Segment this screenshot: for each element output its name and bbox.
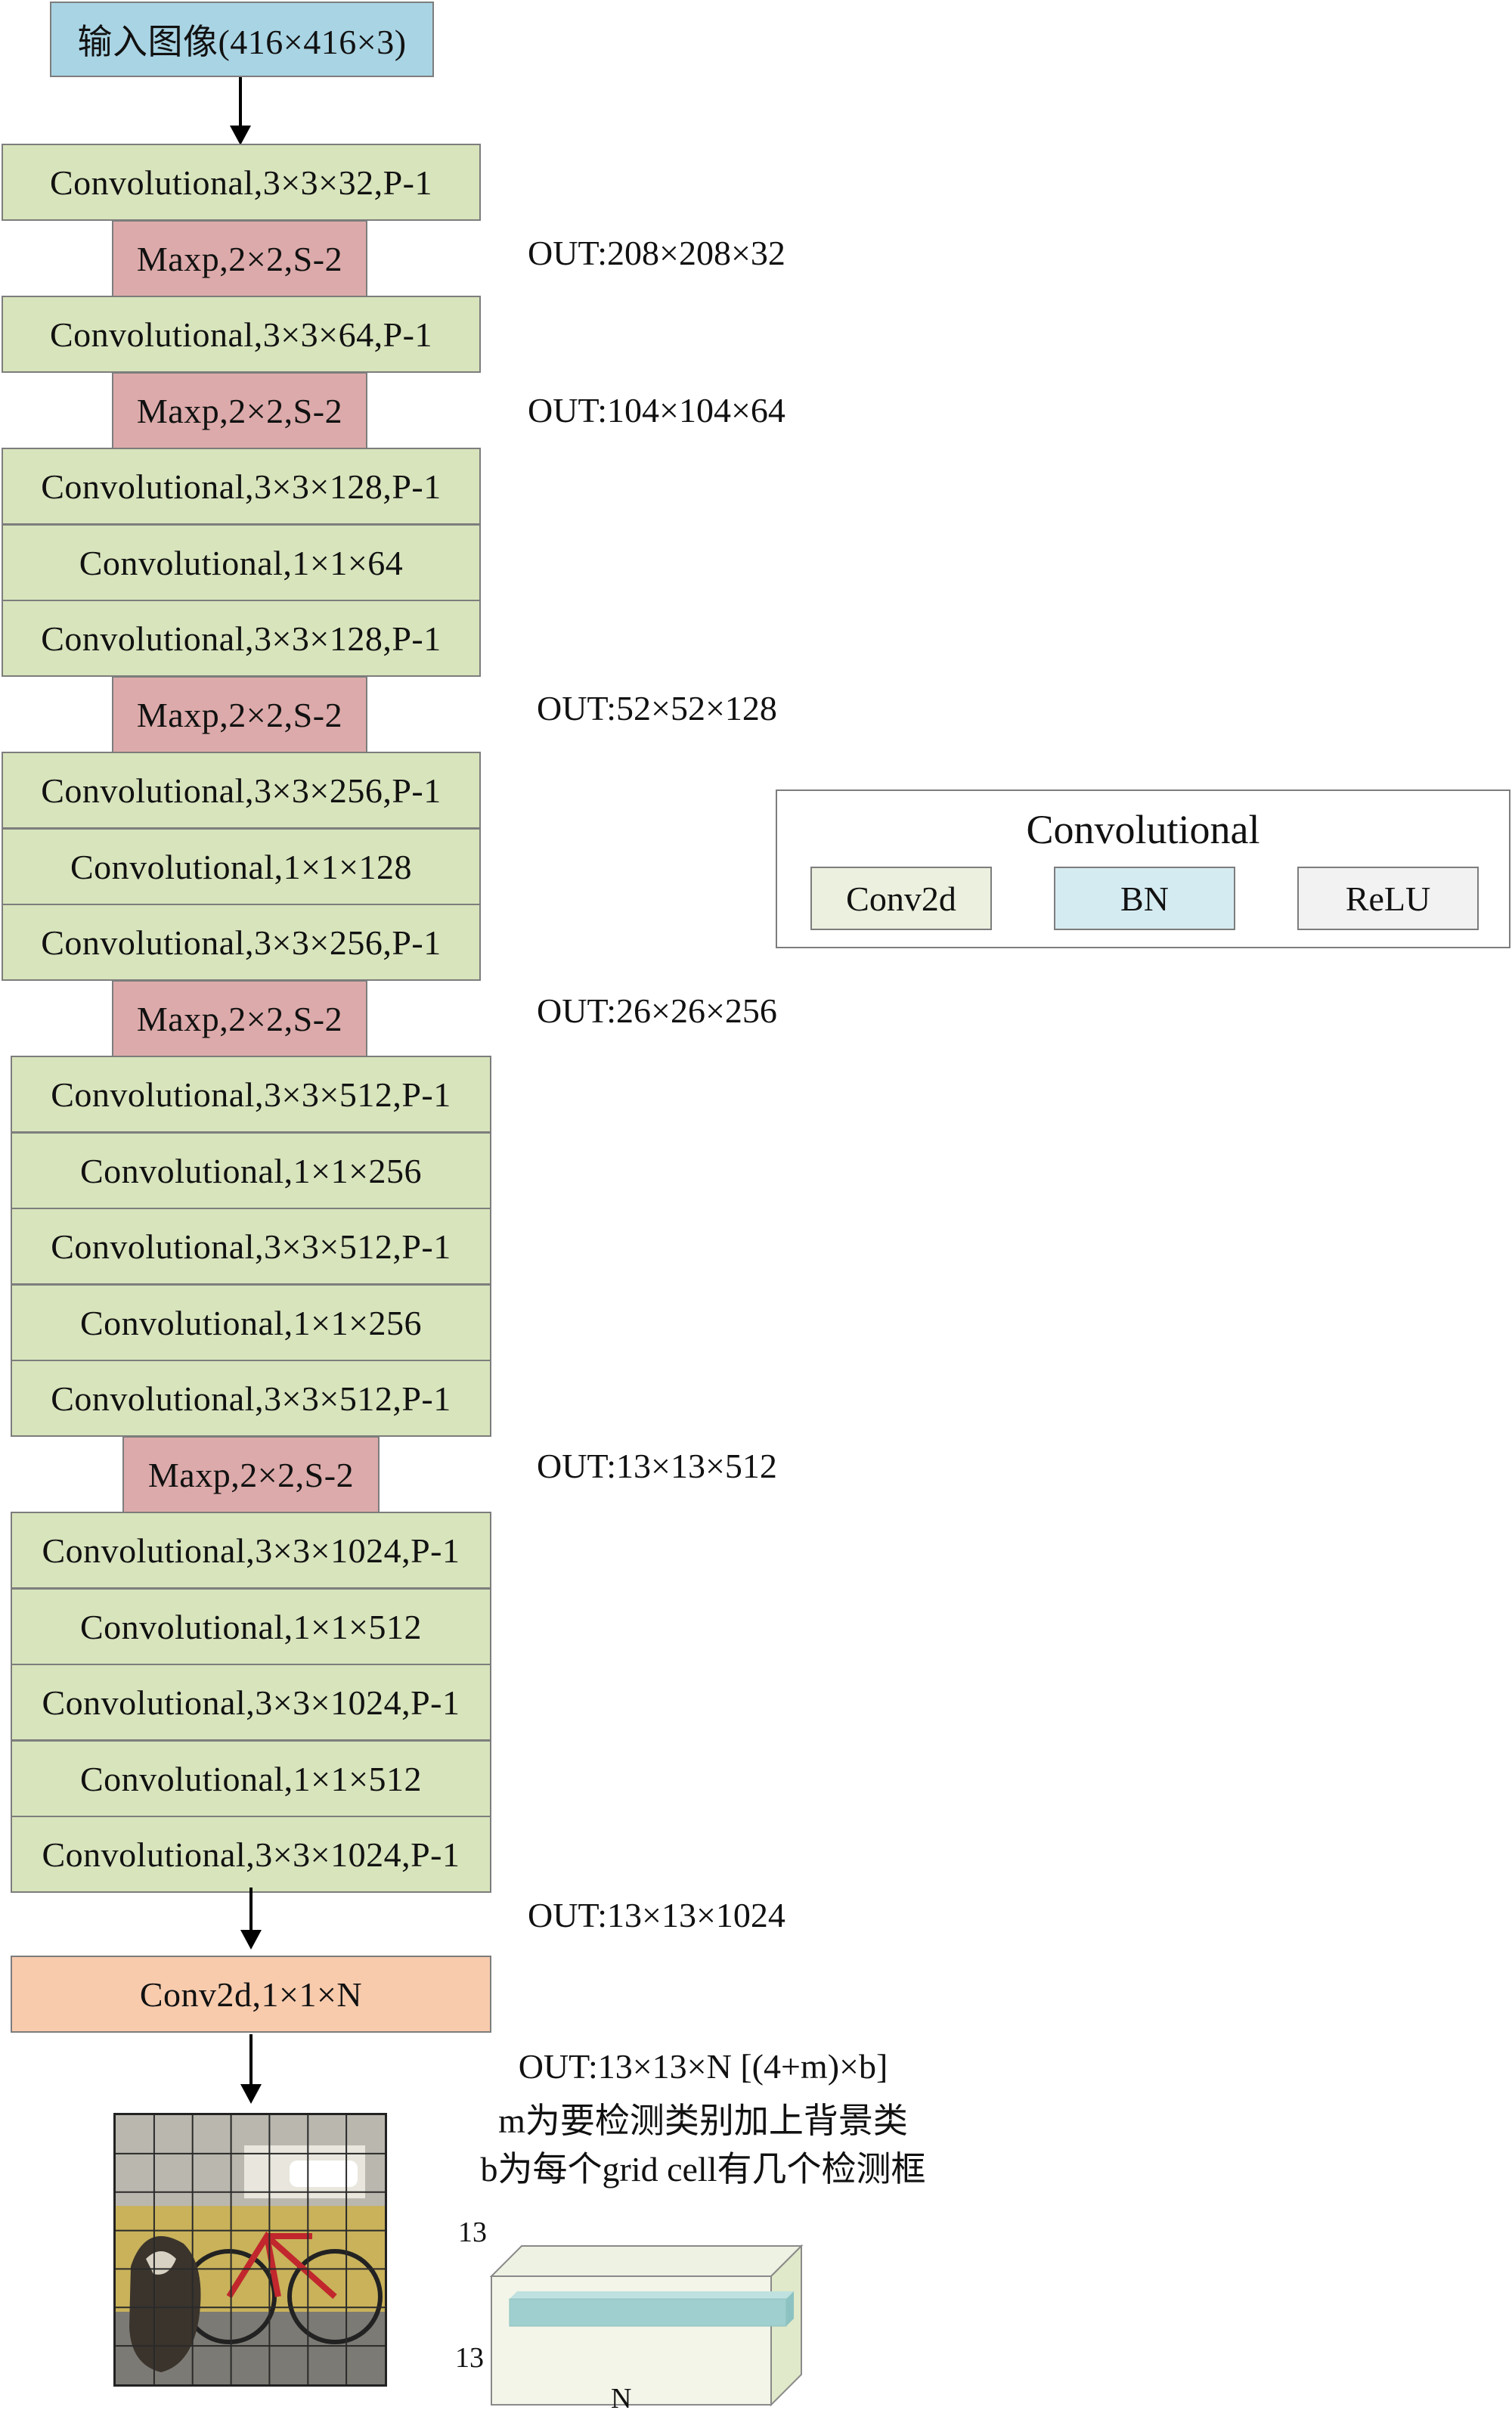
conv-layer: Convolutional,3×3×1024,P-1	[11, 1512, 491, 1589]
out-label-6: OUT:13×13×1024	[528, 1896, 785, 1934]
out-label-4: OUT:26×26×256	[537, 991, 777, 1030]
input-image-label: 输入图像(416×416×3)	[77, 23, 407, 61]
out-label-5: OUT:13×13×512	[537, 1447, 777, 1485]
arrow-to-output-head	[240, 2084, 262, 2104]
arrow-input-head	[230, 126, 251, 145]
arrow-to-output	[249, 2034, 253, 2087]
final-output-note-m: m为要检测类别加上背景类	[498, 2102, 908, 2140]
conv-layer: Convolutional,3×3×512,P-1	[11, 1208, 491, 1285]
conv-layer: Convolutional,1×1×256	[11, 1284, 491, 1361]
legend-bn: BN	[1054, 867, 1235, 930]
tensor-width-label: 13	[455, 2342, 484, 2374]
conv-layer-label: Convolutional,3×3×64,P-1	[49, 315, 432, 354]
conv-layer-label: Convolutional,3×3×1024,P-1	[42, 1835, 460, 1874]
conv-layer-label: Convolutional,3×3×512,P-1	[51, 1075, 451, 1114]
conv-layer: Convolutional,3×3×32,P-1	[2, 144, 481, 221]
legend-conv2d: Conv2d	[810, 867, 992, 930]
grid-photo-drawing	[116, 2115, 385, 2384]
output-tensor	[489, 2244, 804, 2407]
legend-conv2d-label: Conv2d	[846, 879, 956, 918]
conv-layer: Convolutional,3×3×256,P-1	[2, 904, 481, 981]
conv-layer: Convolutional,3×3×512,P-1	[11, 1056, 491, 1133]
out-label-3: OUT:52×52×128	[537, 689, 777, 727]
conv-layer: Convolutional,3×3×128,P-1	[2, 448, 481, 525]
maxpool-layer: Maxp,2×2,S-2	[122, 1436, 380, 1513]
conv-layer-label: Convolutional,3×3×512,P-1	[51, 1379, 451, 1418]
maxpool-layer-label: Maxp,2×2,S-2	[136, 239, 343, 278]
conv-layer: Convolutional,3×3×128,P-1	[2, 600, 481, 677]
conv-layer-label: Convolutional,1×1×512	[79, 1607, 423, 1646]
maxpool-layer-label: Maxp,2×2,S-2	[136, 695, 343, 734]
final-conv-box: Conv2d,1×1×N	[11, 1956, 491, 2033]
conv-layer: Convolutional,3×3×64,P-1	[2, 296, 481, 373]
legend-title: Convolutional	[1026, 807, 1260, 852]
out-label-1: OUT:208×208×32	[528, 234, 785, 272]
conv-layer-label: Convolutional,3×3×256,P-1	[41, 771, 442, 810]
arrow-to-final-head	[240, 1930, 262, 1950]
conv-layer: Convolutional,3×3×1024,P-1	[11, 1664, 491, 1741]
conv-layer-label: Convolutional,1×1×64	[79, 543, 404, 582]
conv-layer: Convolutional,1×1×256	[11, 1132, 491, 1209]
conv-layer-label: Convolutional,3×3×256,P-1	[41, 923, 442, 962]
conv-layer-label: Convolutional,3×3×1024,P-1	[42, 1531, 460, 1570]
conv-layer-label: Convolutional,3×3×32,P-1	[49, 163, 432, 202]
maxpool-layer-label: Maxp,2×2,S-2	[136, 999, 343, 1038]
maxpool-layer-label: Maxp,2×2,S-2	[147, 1455, 355, 1494]
conv-layer: Convolutional,1×1×128	[2, 828, 481, 905]
final-output-note-b: b为每个grid cell有几个检测框	[480, 2150, 926, 2188]
out-label-2: OUT:104×104×64	[528, 391, 785, 430]
legend-relu-label: ReLU	[1345, 879, 1431, 918]
maxpool-layer: Maxp,2×2,S-2	[112, 980, 367, 1057]
arrow-input	[239, 77, 242, 130]
conv-layer-label: Convolutional,3×3×128,P-1	[41, 467, 442, 506]
conv-layer-label: Convolutional,3×3×1024,P-1	[42, 1683, 460, 1722]
conv-layer-label: Convolutional,1×1×256	[79, 1303, 423, 1342]
conv-layer: Convolutional,1×1×512	[11, 1588, 491, 1665]
conv-layer-label: Convolutional,1×1×256	[79, 1151, 423, 1190]
conv-layer-label: Convolutional,3×3×512,P-1	[51, 1227, 451, 1266]
maxpool-layer: Maxp,2×2,S-2	[112, 372, 367, 449]
input-image-box: 输入图像(416×416×3)	[50, 2, 434, 77]
maxpool-layer-label: Maxp,2×2,S-2	[136, 391, 343, 430]
tensor-height-label: 13	[458, 2216, 487, 2248]
final-conv-label: Conv2d,1×1×N	[139, 1974, 363, 2014]
conv-layer: Convolutional,3×3×256,P-1	[2, 752, 481, 829]
conv-layer-label: Convolutional,1×1×128	[70, 847, 413, 886]
final-output-shape: OUT:13×13×N [(4+m)×b]	[518, 2047, 888, 2086]
arrow-to-final	[249, 1888, 253, 1933]
conv-layer: Convolutional,3×3×1024,P-1	[11, 1816, 491, 1893]
legend-relu: ReLU	[1297, 867, 1479, 930]
tensor-depth-label: N	[611, 2383, 632, 2415]
legend-panel: Convolutional Conv2d BN ReLU	[776, 789, 1510, 948]
conv-layer: Convolutional,1×1×512	[11, 1740, 491, 1817]
output-grid-image	[113, 2113, 387, 2387]
maxpool-layer: Maxp,2×2,S-2	[112, 220, 367, 297]
conv-layer-label: Convolutional,1×1×512	[79, 1759, 423, 1798]
legend-bn-label: BN	[1120, 879, 1169, 918]
conv-layer-label: Convolutional,3×3×128,P-1	[41, 619, 442, 658]
conv-layer: Convolutional,3×3×512,P-1	[11, 1360, 491, 1437]
maxpool-layer: Maxp,2×2,S-2	[112, 676, 367, 753]
conv-layer: Convolutional,1×1×64	[2, 524, 481, 601]
